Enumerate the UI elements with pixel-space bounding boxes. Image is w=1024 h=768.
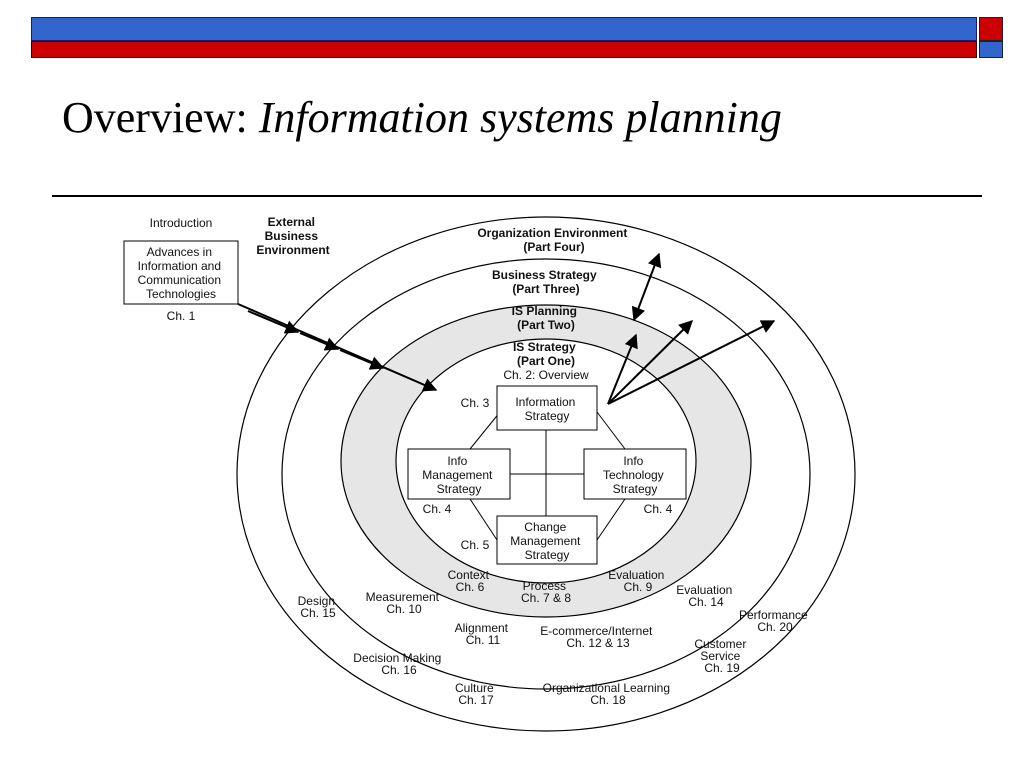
label-process: Process Ch. 7 & 8	[521, 579, 571, 605]
label-alignment: Alignment Ch. 11	[455, 621, 512, 647]
label-change-management-strategy: Change Management Strategy	[510, 520, 583, 562]
title-divider	[52, 195, 982, 197]
label-customer-service: Customer Service Ch. 19	[694, 637, 749, 675]
box-information-strategy	[496, 385, 598, 431]
header-bar-red	[31, 41, 977, 58]
box-change-management-strategy	[496, 515, 598, 565]
label-organization-environment: Organization Environment (Part Four)	[477, 226, 630, 254]
label-introduction: Introduction	[150, 216, 213, 230]
connector-mgmt-to-change	[469, 498, 498, 541]
label-evaluation-outer: Evaluation Ch. 14	[676, 583, 735, 609]
label-ecommerce: E-commerce/Internet Ch. 12 & 13	[540, 624, 655, 650]
arrow-tick-2	[299, 332, 340, 351]
label-is-planning: IS Planning (Part Two)	[512, 304, 581, 332]
label-culture: Culture Ch. 17	[455, 681, 497, 707]
connector-info-to-tech	[596, 411, 626, 450]
label-advances-ch: Ch. 1	[167, 309, 196, 323]
label-information-strategy: Information Strategy	[515, 395, 578, 423]
label-ch4-right: Ch. 4	[644, 502, 673, 516]
label-evaluation-inner: Evaluation Ch. 9	[608, 568, 667, 594]
arrow-tick-3	[339, 349, 385, 370]
label-is-strategy: IS Strategy (Part One)	[513, 340, 579, 368]
label-decision-making: Decision Making Ch. 16	[353, 651, 444, 677]
arrow-out-3	[607, 320, 776, 405]
box-advances	[123, 240, 239, 305]
label-design: Design Ch. 15	[298, 594, 339, 620]
label-organizational-learning: Organizational Learning Ch. 18	[543, 681, 674, 707]
box-info-management-strategy	[407, 448, 511, 500]
slide-title-lead: Overview:	[62, 93, 259, 142]
label-info-management-strategy: Info Management Strategy	[422, 454, 495, 496]
connector-info-to-mgmt	[469, 411, 501, 450]
label-measurement: Measurement Ch. 10	[366, 590, 443, 616]
label-performance: Performance Ch. 20	[739, 608, 811, 634]
label-ch3: Ch. 3	[461, 396, 490, 410]
label-ch5: Ch. 5	[461, 538, 490, 552]
label-external-business-environment: External Business Environment	[256, 215, 329, 257]
label-context: Context Ch. 6	[448, 568, 493, 594]
slide-title: Overview: Information systems planning	[62, 92, 782, 143]
slide-title-italic: Information systems planning	[258, 93, 782, 142]
arrow-out-2	[607, 320, 693, 405]
corner-square-red	[979, 17, 1003, 41]
corner-square-blue	[979, 41, 1003, 58]
label-advances: Advances in Information and Communicatio…	[138, 245, 225, 301]
label-info-technology-strategy: Info Technology Strategy	[603, 454, 667, 496]
label-ch2-overview: Ch. 2: Overview	[503, 368, 589, 382]
arrow-out-1	[607, 333, 638, 405]
header-bar-blue	[31, 17, 977, 41]
connector-tech-to-change	[596, 498, 626, 541]
box-info-technology-strategy	[583, 448, 687, 500]
label-business-strategy: Business Strategy (Part Three)	[492, 268, 600, 296]
arrow-tick-1	[247, 310, 300, 334]
label-ch4-left: Ch. 4	[423, 502, 452, 516]
arrow-bidirectional	[631, 252, 662, 322]
